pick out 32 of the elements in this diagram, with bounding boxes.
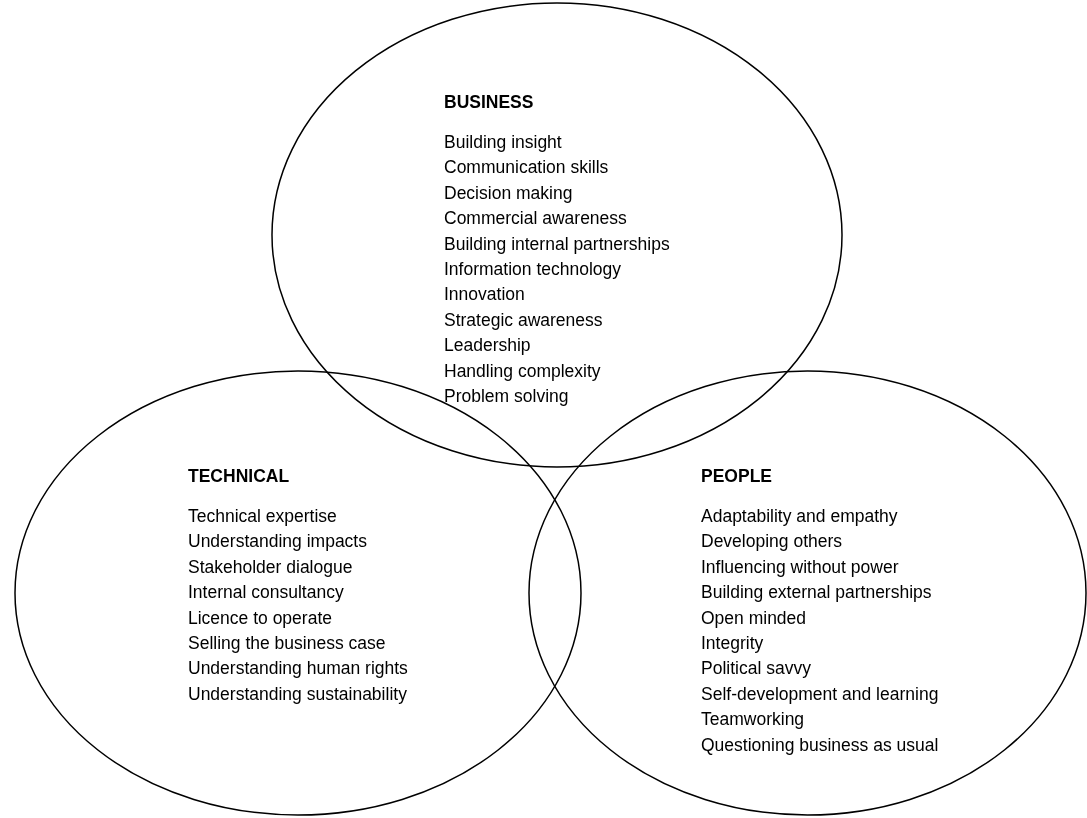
list-item: Leadership (444, 334, 531, 358)
list-item: Decision making (444, 181, 573, 205)
circle-heading: TECHNICAL (188, 465, 290, 488)
list-item: Technical expertise (188, 505, 337, 528)
circle-heading: PEOPLE (701, 465, 772, 488)
list-item: Building external partnerships (701, 581, 932, 605)
list-item: Adaptability and empathy (701, 505, 898, 528)
list-item: Commercial awareness (444, 207, 627, 231)
list-item: Understanding human rights (188, 657, 408, 681)
list-item: Innovation (444, 283, 525, 307)
list-item: Understanding impacts (188, 530, 367, 554)
list-item: Developing others (701, 530, 843, 554)
list-item: Licence to operate (188, 606, 332, 630)
list-item: Self-development and learning (701, 682, 939, 706)
list-item: Selling the business case (188, 632, 386, 655)
list-item: Building insight (444, 131, 562, 154)
list-item: Open minded (701, 606, 807, 630)
list-item: Stakeholder dialogue (188, 555, 353, 579)
list-item: Political savvy (701, 657, 811, 681)
list-item: Teamworking (701, 708, 805, 732)
list-item: Building internal partnerships (444, 232, 670, 256)
list-item: Questioning business as usual (701, 733, 939, 757)
list-item: Integrity (701, 632, 764, 655)
list-item: Problem solving (444, 385, 569, 408)
list-item: Understanding sustainability (188, 682, 407, 706)
list-item: Influencing without power (701, 555, 899, 579)
circle-heading: BUSINESS (444, 91, 534, 114)
list-item: Information technology (444, 258, 622, 281)
list-item: Internal consultancy (188, 581, 344, 605)
list-item: Strategic awareness (444, 308, 603, 332)
list-item: Handling complexity (444, 359, 601, 383)
list-item: Communication skills (444, 156, 609, 180)
